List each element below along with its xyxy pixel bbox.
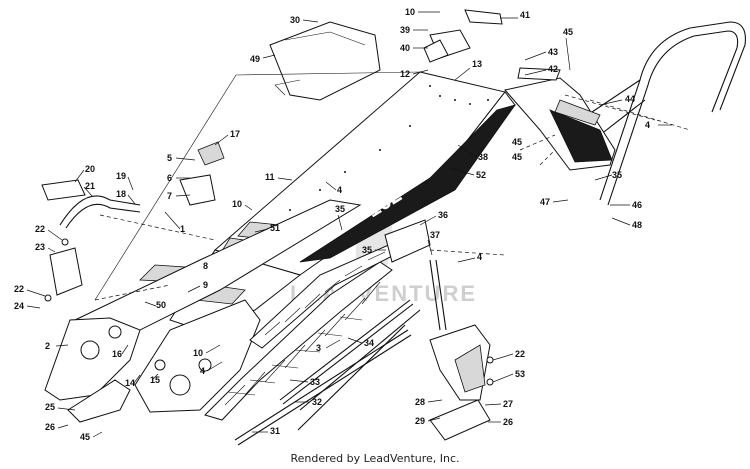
callout-17: 17	[230, 129, 240, 139]
callout-41: 41	[520, 10, 530, 20]
callout-30: 30	[290, 15, 300, 25]
callout-10a: 10	[405, 7, 415, 17]
callout-45d: 45	[80, 432, 90, 442]
callout-6: 6	[167, 173, 172, 183]
callout-22c: 22	[515, 349, 525, 359]
callout-52: 52	[476, 170, 486, 180]
callout-32: 32	[312, 397, 322, 407]
callout-39: 39	[400, 25, 410, 35]
callout-1: 1	[180, 224, 185, 234]
callout-16: 16	[112, 349, 122, 359]
right-side-parts	[384, 219, 447, 331]
callouts: 30 49 10 39 40 41 12 13 45 43 42 44 4 45…	[14, 7, 672, 442]
callout-12: 12	[400, 69, 410, 79]
callout-47: 47	[540, 197, 550, 207]
callout-34: 34	[364, 338, 374, 348]
callout-2: 2	[45, 341, 50, 351]
callout-25: 25	[45, 402, 55, 412]
callout-4a: 4	[337, 185, 342, 195]
callout-45b: 45	[512, 137, 522, 147]
storage-bag	[269, 21, 381, 101]
callout-4c: 4	[200, 366, 205, 376]
callout-44: 44	[625, 94, 635, 104]
callout-37: 37	[430, 230, 440, 240]
callout-29: 29	[415, 416, 425, 426]
callout-26b: 26	[503, 417, 513, 427]
callout-20: 20	[85, 164, 95, 174]
callout-45a: 45	[563, 27, 573, 37]
callout-15: 15	[150, 375, 160, 385]
callout-10b: 10	[232, 199, 242, 209]
left-small-parts	[41, 179, 141, 302]
callout-14: 14	[125, 378, 135, 388]
callout-31: 31	[270, 426, 280, 436]
callout-35a: 35	[612, 170, 622, 180]
callout-10c: 10	[193, 348, 203, 358]
callout-38: 38	[478, 152, 488, 162]
rear-bumper	[579, 21, 746, 206]
callout-24: 24	[14, 301, 24, 311]
callout-3: 3	[316, 343, 321, 353]
callout-43: 43	[548, 47, 558, 57]
tunnel-assembly: 162	[44, 71, 516, 421]
callout-23: 23	[35, 242, 45, 252]
callout-9: 9	[203, 280, 208, 290]
callout-27: 27	[503, 399, 513, 409]
callout-8: 8	[203, 261, 208, 271]
callout-51: 51	[270, 223, 280, 233]
callout-40: 40	[400, 43, 410, 53]
render-credit: Rendered by LeadVenture, Inc.	[290, 452, 460, 465]
callout-22b: 22	[14, 284, 24, 294]
callout-22a: 22	[35, 224, 45, 234]
hitch-brackets	[423, 9, 561, 81]
callout-11: 11	[265, 172, 275, 182]
front-skid	[67, 379, 131, 423]
callout-26a: 26	[45, 422, 55, 432]
front-center-parts	[179, 141, 225, 206]
guide-lines	[94, 71, 691, 301]
callout-18: 18	[116, 189, 126, 199]
callout-48: 48	[632, 220, 642, 230]
callout-19: 19	[116, 171, 126, 181]
callout-36: 36	[438, 210, 448, 220]
callout-13: 13	[472, 59, 482, 69]
callout-46: 46	[632, 200, 642, 210]
callout-35c: 35	[362, 245, 372, 255]
callout-50: 50	[156, 300, 166, 310]
callout-21: 21	[85, 181, 95, 191]
callout-42: 42	[548, 64, 558, 74]
callout-33: 33	[310, 377, 320, 387]
callout-4b: 4	[477, 252, 482, 262]
callout-28: 28	[415, 397, 425, 407]
callout-4e: 4	[645, 120, 650, 130]
rear-snowflap	[504, 77, 616, 171]
callout-5: 5	[167, 153, 172, 163]
callout-35b: 35	[335, 204, 345, 214]
callout-45c: 45	[512, 152, 522, 162]
long-rails	[234, 299, 421, 446]
footrest-bracket	[429, 324, 494, 441]
callout-49: 49	[250, 54, 260, 64]
callout-7: 7	[167, 191, 172, 201]
callout-53: 53	[515, 369, 525, 379]
